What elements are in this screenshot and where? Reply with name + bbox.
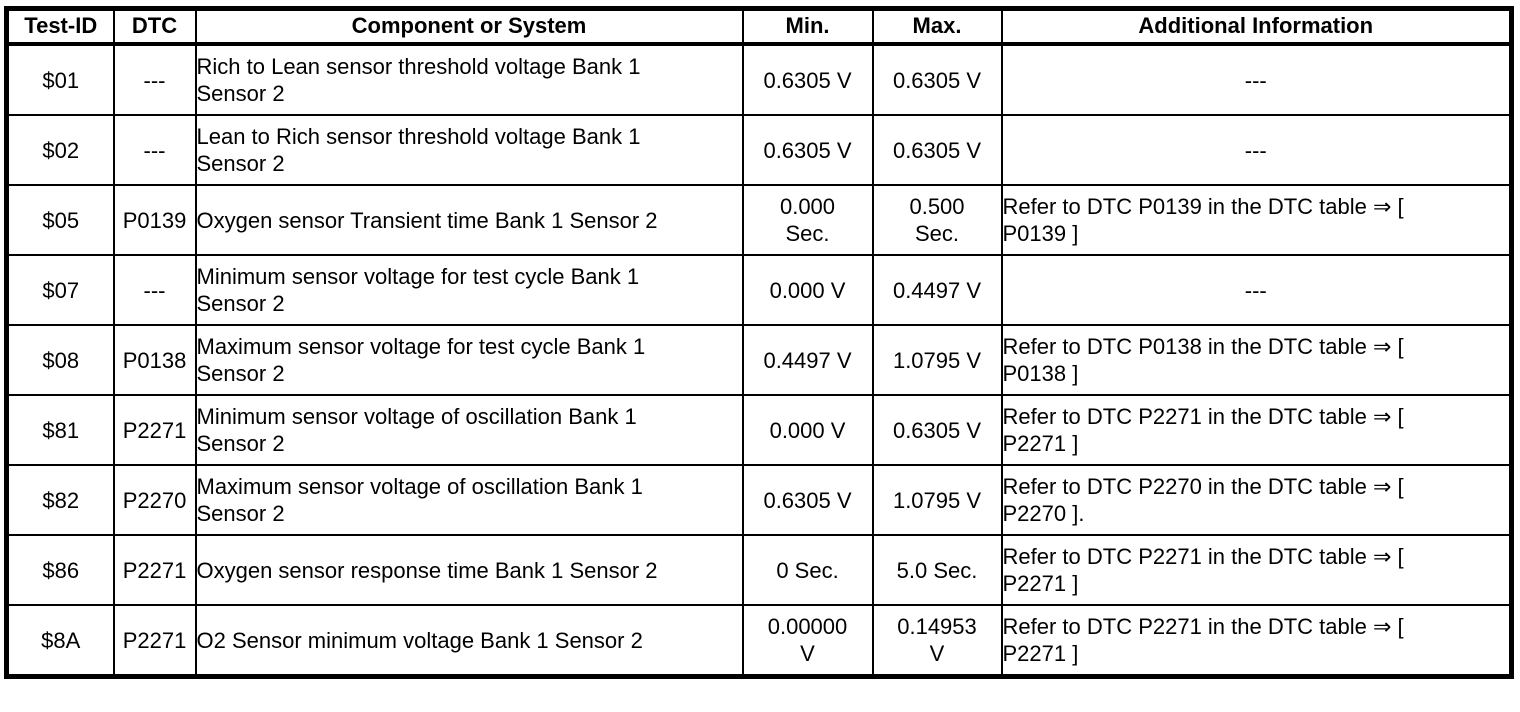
cell-test-id: $08 — [5, 324, 115, 396]
cell-test-id: $81 — [5, 394, 115, 466]
cell-dtc: P0138 — [112, 324, 197, 396]
cell-dtc: P2271 — [112, 394, 197, 466]
cell-info: --- — [1000, 114, 1513, 186]
cell-info: Refer to DTC P0138 in the DTC table ⇒ [ … — [1000, 324, 1513, 396]
cell-max: 1.0795 V — [871, 464, 1003, 536]
header-additional-info: Additional Information — [1000, 7, 1513, 46]
cell-dtc: P2271 — [112, 534, 197, 606]
header-min: Min. — [741, 7, 874, 46]
header-dtc: DTC — [112, 7, 197, 46]
cell-test-id: $07 — [5, 254, 115, 326]
cell-max: 0.6305 V — [871, 114, 1003, 186]
cell-max: 0.500 Sec. — [871, 184, 1003, 256]
cell-min: 0.6305 V — [741, 43, 874, 116]
cell-test-id: $82 — [5, 464, 115, 536]
cell-info: Refer to DTC P2270 in the DTC table ⇒ [ … — [1000, 464, 1513, 536]
header-component: Component or System — [194, 7, 744, 46]
cell-test-id: $02 — [5, 114, 115, 186]
cell-component: Minimum sensor voltage of oscillation Ba… — [194, 394, 744, 466]
header-max: Max. — [871, 7, 1003, 46]
cell-dtc: P2271 — [112, 604, 197, 678]
cell-info: Refer to DTC P2271 in the DTC table ⇒ [ … — [1000, 534, 1513, 606]
cell-component: Maximum sensor voltage of oscillation Ba… — [194, 464, 744, 536]
cell-dtc: P0139 — [112, 184, 197, 256]
cell-info: --- — [1000, 254, 1513, 326]
cell-dtc: --- — [112, 114, 197, 186]
header-test-id: Test-ID — [5, 7, 115, 46]
cell-min: 0.4497 V — [741, 324, 874, 396]
cell-info: --- — [1000, 43, 1513, 116]
cell-min: 0.6305 V — [741, 464, 874, 536]
cell-dtc: P2270 — [112, 464, 197, 536]
cell-component: Rich to Lean sensor threshold voltage Ba… — [194, 43, 744, 116]
cell-max: 1.0795 V — [871, 324, 1003, 396]
cell-max: 0.6305 V — [871, 394, 1003, 466]
cell-test-id: $8A — [5, 604, 115, 678]
cell-max: 0.14953 V — [871, 604, 1003, 678]
cell-component: O2 Sensor minimum voltage Bank 1 Sensor … — [194, 604, 744, 678]
cell-min: 0 Sec. — [741, 534, 874, 606]
cell-max: 5.0 Sec. — [871, 534, 1003, 606]
cell-info: Refer to DTC P2271 in the DTC table ⇒ [ … — [1000, 394, 1513, 466]
table-row: $01---Rich to Lean sensor threshold volt… — [5, 43, 1513, 116]
cell-component: Minimum sensor voltage for test cycle Ba… — [194, 254, 744, 326]
cell-min: 0.000 V — [741, 394, 874, 466]
cell-component: Maximum sensor voltage for test cycle Ba… — [194, 324, 744, 396]
cell-test-id: $05 — [5, 184, 115, 256]
cell-min: 0.00000 V — [741, 604, 874, 678]
cell-test-id: $86 — [5, 534, 115, 606]
cell-max: 0.6305 V — [871, 43, 1003, 116]
cell-min: 0.6305 V — [741, 114, 874, 186]
table-row: $07---Minimum sensor voltage for test cy… — [5, 254, 1513, 326]
cell-min: 0.000 V — [741, 254, 874, 326]
cell-dtc: --- — [112, 254, 197, 326]
cell-dtc: --- — [112, 43, 197, 116]
cell-component: Oxygen sensor Transient time Bank 1 Sens… — [194, 184, 744, 256]
cell-max: 0.4497 V — [871, 254, 1003, 326]
cell-info: Refer to DTC P2271 in the DTC table ⇒ [ … — [1000, 604, 1513, 678]
cell-component: Lean to Rich sensor threshold voltage Ba… — [194, 114, 744, 186]
cell-component: Oxygen sensor response time Bank 1 Senso… — [194, 534, 744, 606]
table-row: $02---Lean to Rich sensor threshold volt… — [5, 114, 1513, 186]
cell-test-id: $01 — [5, 43, 115, 116]
table-body: $01---Rich to Lean sensor threshold volt… — [5, 43, 1513, 678]
cell-info: Refer to DTC P0139 in the DTC table ⇒ [ … — [1000, 184, 1513, 256]
cell-min: 0.000 Sec. — [741, 184, 874, 256]
